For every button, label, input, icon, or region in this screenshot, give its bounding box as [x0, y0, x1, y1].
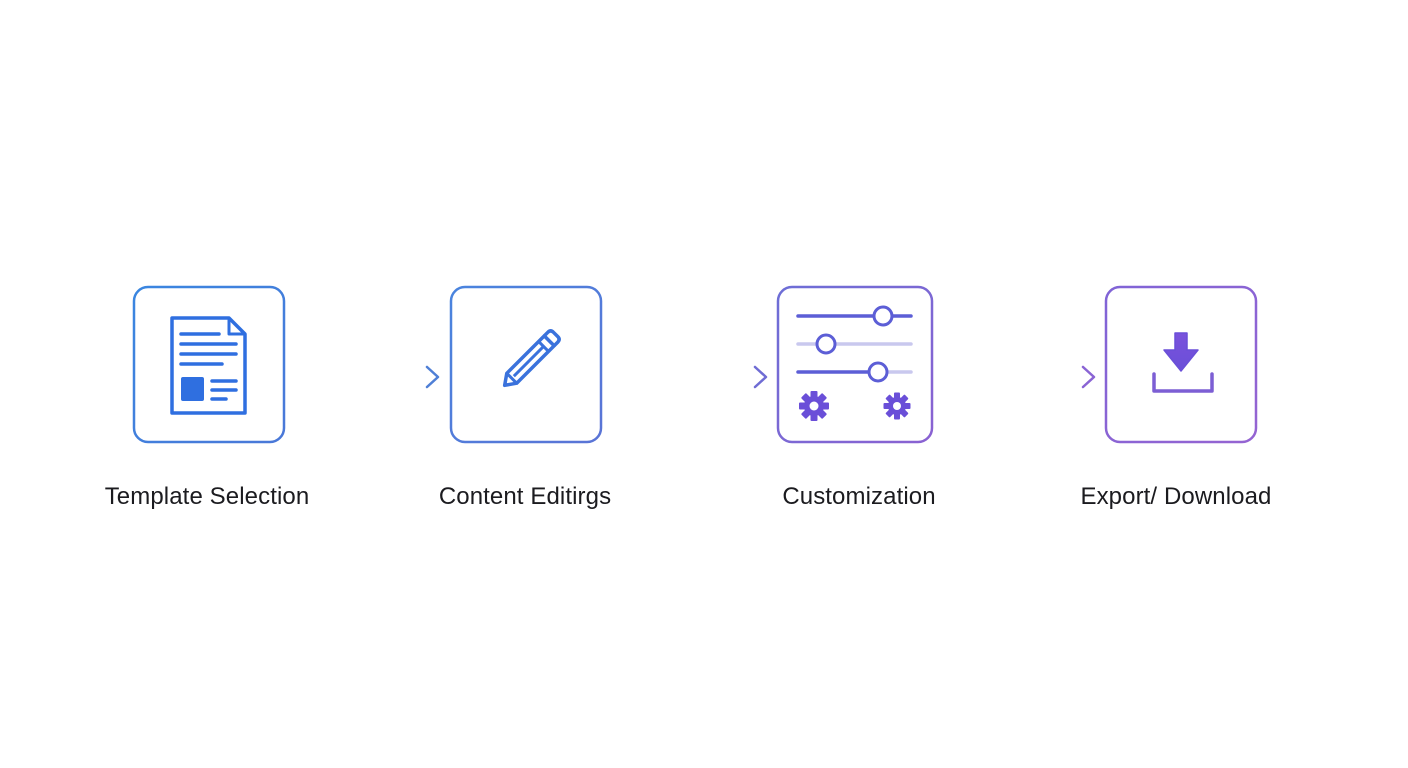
- step-4-label: Export/ Download: [1080, 483, 1272, 510]
- step-2-label: Content Editirgs: [438, 483, 612, 510]
- connector-3-4: [933, 365, 1096, 389]
- gear-icon: [799, 391, 829, 421]
- step-4-node: [1104, 285, 1258, 444]
- arrowhead-icon: [753, 365, 768, 389]
- step-3-label: Customization: [782, 483, 936, 510]
- step-3-node: [776, 285, 934, 444]
- step-2-node: [449, 285, 603, 444]
- connector-1-2: [284, 365, 440, 389]
- document-icon: [170, 316, 247, 415]
- pencil-icon: [502, 329, 561, 388]
- connector-2-3: [602, 365, 768, 389]
- sliders-gears-icon: [796, 305, 913, 421]
- arrowhead-icon: [425, 365, 440, 389]
- arrowhead-icon: [1081, 365, 1096, 389]
- gear-icon: [883, 392, 911, 420]
- download-icon: [1152, 332, 1214, 393]
- step-1-node: [132, 285, 286, 444]
- step-1-label: Template Selection: [104, 483, 310, 510]
- step-3-box: [776, 285, 934, 444]
